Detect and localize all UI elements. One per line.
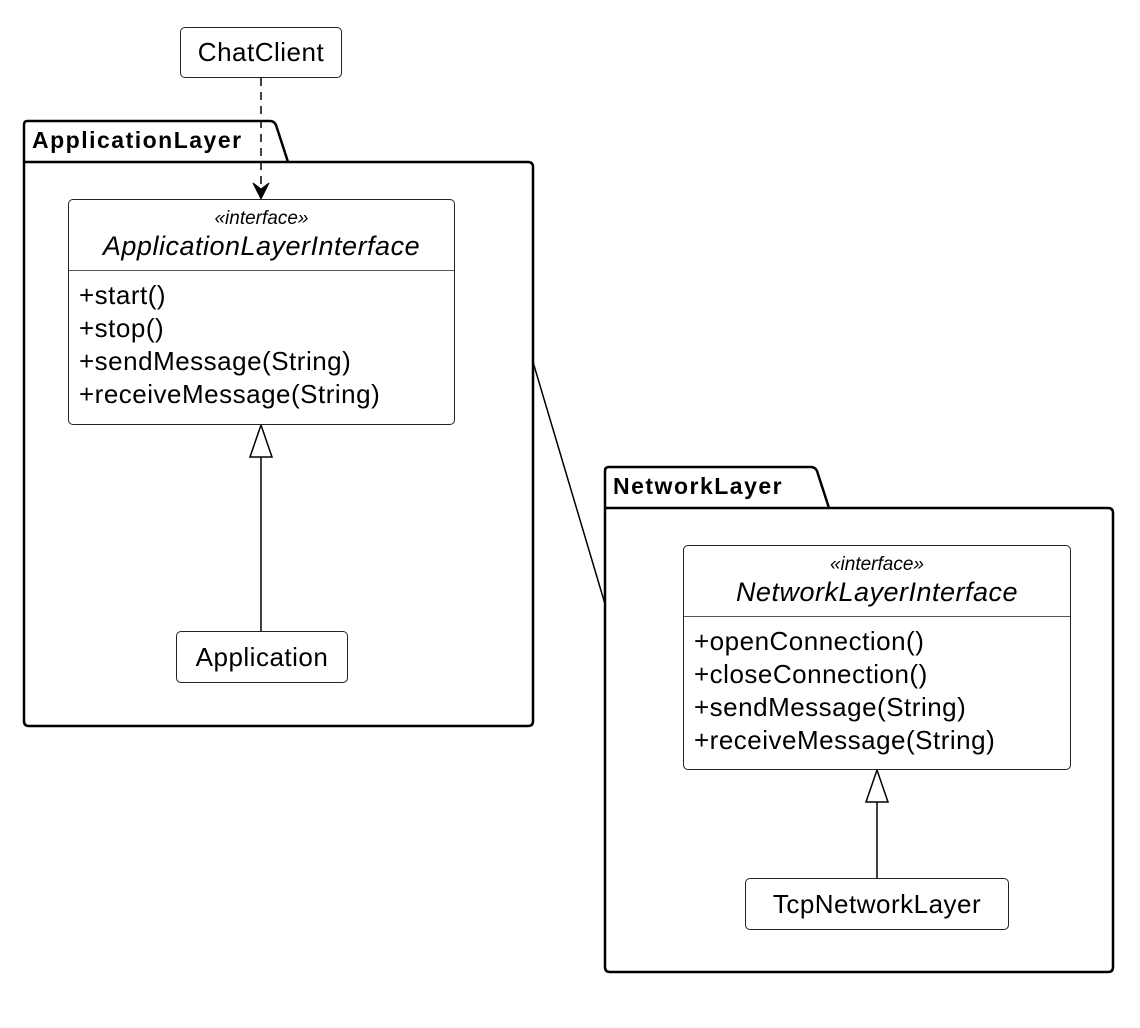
- interface-member-list: +openConnection() +closeConnection() +se…: [684, 617, 1070, 757]
- interface-member: +start(): [79, 280, 167, 310]
- interface-stereotype: «interface»: [214, 208, 309, 229]
- package-networklayer-label: NetworkLayer: [613, 473, 784, 499]
- interface-member: +receiveMessage(String): [79, 379, 381, 409]
- interface-member-list: +start() +stop() +sendMessage(String) +r…: [69, 271, 454, 411]
- interface-stereotype: «interface»: [829, 554, 924, 575]
- interface-member: +openConnection(): [694, 626, 925, 656]
- interface-header: «interface» NetworkLayerInterface: [684, 546, 1070, 608]
- class-tcpnetworklayer[interactable]: TcpNetworkLayer: [745, 878, 1009, 930]
- package-association-line: [532, 361, 606, 605]
- interface-name: NetworkLayerInterface: [735, 577, 1019, 607]
- interface-networklayerinterface[interactable]: «interface» NetworkLayerInterface +openC…: [683, 545, 1071, 770]
- interface-member: +sendMessage(String): [79, 346, 352, 376]
- class-application[interactable]: Application: [176, 631, 348, 683]
- interface-member: +receiveMessage(String): [694, 725, 996, 755]
- interface-divider: [69, 270, 454, 271]
- realization-arrowhead-application: [248, 422, 274, 458]
- interface-member: +closeConnection(): [694, 659, 928, 689]
- interface-divider: [684, 616, 1070, 617]
- class-tcpnetworklayer-name: TcpNetworkLayer: [772, 888, 982, 919]
- class-chatclient-name: ChatClient: [197, 37, 325, 67]
- class-application-name: Application: [195, 641, 329, 672]
- interface-name: ApplicationLayerInterface: [102, 231, 421, 261]
- interface-member: +stop(): [79, 313, 165, 343]
- package-applicationlayer-label: ApplicationLayer: [32, 127, 243, 153]
- interface-applicationlayerinterface[interactable]: «interface» ApplicationLayerInterface +s…: [68, 199, 455, 425]
- dependency-arrowhead: [252, 182, 270, 201]
- realization-arrowhead-tcp: [864, 767, 890, 803]
- class-chatclient[interactable]: ChatClient: [180, 27, 342, 78]
- interface-member: +sendMessage(String): [694, 692, 967, 722]
- interface-header: «interface» ApplicationLayerInterface: [69, 200, 454, 262]
